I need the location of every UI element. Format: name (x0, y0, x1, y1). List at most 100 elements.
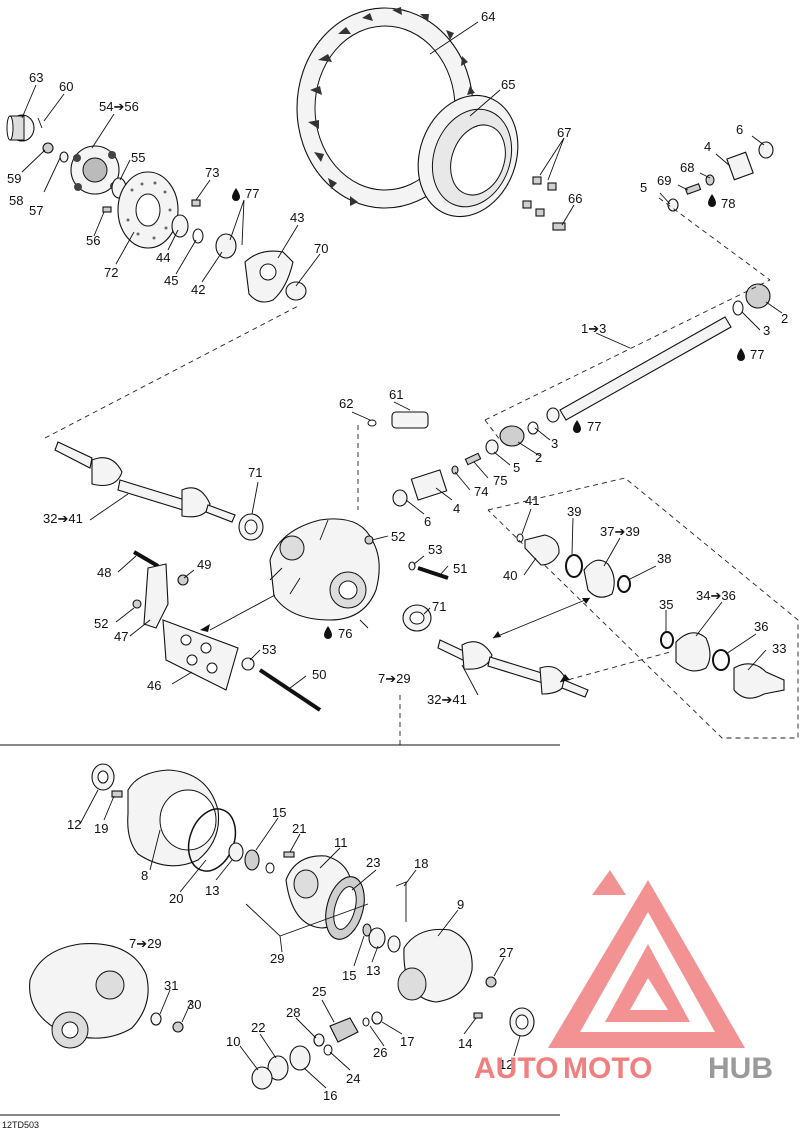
wire-18 (395, 881, 407, 922)
callout-75: 75 (493, 473, 507, 488)
clip-26 (362, 1017, 370, 1027)
coupler-4-top (726, 151, 754, 181)
clamp-39 (565, 554, 583, 578)
plug-27 (485, 976, 497, 988)
callout-5b: 5 (513, 460, 520, 475)
seal-right (387, 935, 401, 953)
bolt-48 (132, 550, 160, 568)
leader-lines (0, 197, 771, 1116)
washer-24 (323, 1044, 333, 1056)
coupler-4-mid (410, 469, 448, 501)
bolt-73 (191, 199, 201, 207)
screw-14 (473, 1012, 483, 1019)
clamp-62 (367, 419, 377, 427)
bolt-19 (111, 790, 123, 798)
callout-16: 16 (323, 1088, 337, 1103)
nut-49 (177, 574, 189, 586)
bearing-16 (289, 1045, 311, 1071)
callout-15b: 15 (342, 968, 356, 983)
wheel-rim (417, 94, 519, 218)
bolt-52-left (132, 599, 142, 609)
callout-44: 44 (156, 250, 170, 265)
seal-71-left (238, 513, 264, 541)
callout-36: 36 (754, 619, 768, 634)
bolt-56 (102, 206, 112, 213)
washer-5-top (667, 198, 679, 212)
boot-2-bottom (499, 425, 525, 447)
arrowhead (493, 631, 501, 638)
cv-joint-40 (524, 534, 560, 566)
callout-60: 60 (59, 79, 73, 94)
callout-47: 47 (114, 629, 128, 644)
callout-5a: 5 (640, 180, 647, 195)
callout-38: 38 (657, 551, 671, 566)
callout-63: 63 (29, 70, 43, 85)
seal-71-right (402, 604, 432, 632)
coupler-end (546, 407, 560, 423)
callout-77b: 77 (750, 347, 764, 362)
svg-text:HUB: HUB (708, 1052, 773, 1085)
callout-15a: 15 (272, 805, 286, 820)
callout-42: 42 (191, 282, 205, 297)
callout-48: 48 (97, 565, 111, 580)
washer-53-bottom (241, 657, 255, 671)
circlip-45 (192, 228, 204, 244)
callout-31: 31 (164, 978, 178, 993)
callout-65: 65 (501, 77, 515, 92)
clip-74 (451, 465, 459, 475)
front-differential (269, 518, 380, 621)
callout-71a: 71 (248, 465, 262, 480)
watermark-text: AUTO MOTO HUB (474, 1052, 773, 1085)
callout-67: 67 (557, 125, 571, 140)
cv-detail-frame (487, 477, 799, 739)
callout-3a: 3 (763, 323, 770, 338)
ring-gear-23 (325, 876, 365, 940)
clip-69 (684, 183, 702, 195)
callout-45: 45 (164, 273, 178, 288)
callout-33: 33 (772, 641, 786, 656)
lug-nuts (522, 176, 557, 217)
svg-text:AUTO: AUTO (474, 1052, 558, 1085)
bolt-51 (417, 566, 449, 580)
callout-3436: 34➔36 (696, 588, 736, 603)
callout-68: 68 (680, 160, 694, 175)
callout-78: 78 (721, 196, 735, 211)
callout-1: 1➔3 (581, 321, 606, 336)
assembled-differential (29, 943, 149, 1049)
bearing-13-left (228, 842, 244, 862)
pin-21 (283, 851, 295, 858)
brake-disc (117, 171, 179, 249)
bolt-50 (258, 668, 322, 712)
washer-53-top (408, 561, 416, 571)
callout-56: 56 (86, 233, 100, 248)
bolt-30 (172, 1021, 184, 1033)
callout-35: 35 (659, 597, 673, 612)
watermark-logo (548, 870, 745, 1048)
drive-shaft-left (54, 441, 236, 523)
callout-77a: 77 (245, 186, 259, 201)
callout-29: 29 (270, 951, 284, 966)
callout-57: 57 (29, 203, 43, 218)
callout-23: 23 (366, 855, 380, 870)
seal-12-right (509, 1007, 535, 1037)
clamp-38 (617, 575, 631, 593)
callout-27: 27 (499, 945, 513, 960)
callout-14: 14 (458, 1036, 472, 1051)
callout-11: 11 (334, 835, 348, 850)
wheel-stud (552, 222, 566, 231)
diagram-code: 12TD503 (2, 1120, 39, 1130)
callouts: 64 65 67 66 63 60 54➔56 55 59 58 57 73 7… (7, 9, 788, 1103)
seal-70 (285, 281, 307, 301)
callout-52b: 52 (94, 616, 108, 631)
callout-69: 69 (657, 173, 671, 188)
arrowhead (582, 598, 590, 604)
callout-64: 64 (481, 9, 495, 24)
cv-joint-33 (733, 663, 785, 699)
callout-4a: 4 (704, 139, 711, 154)
callout-74: 74 (474, 484, 488, 499)
callout-73: 73 (205, 165, 219, 180)
callout-2b: 2 (535, 450, 542, 465)
callout-3739: 37➔39 (600, 524, 640, 539)
shim-15-left (244, 849, 260, 871)
bolt-52-top (364, 535, 374, 545)
